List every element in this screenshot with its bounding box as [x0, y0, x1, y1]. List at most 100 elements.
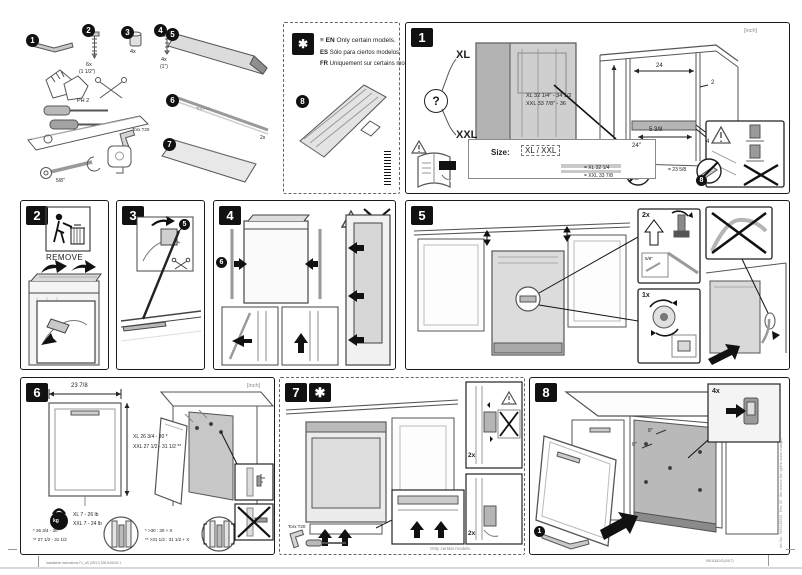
note-en-text: Only certain models.	[336, 37, 396, 44]
step-1-panel: 1 [inch]	[405, 22, 790, 194]
step-6-illustration	[48, 389, 275, 552]
panel-height-xl: XL 26 3/4 - 30 *	[133, 434, 168, 440]
lang-fr: FR	[320, 61, 328, 67]
step-7-panel: 7 ✱	[279, 377, 525, 555]
step-6-panel: 6 [inch]	[20, 377, 275, 555]
asterisk-badge: ✱	[292, 33, 314, 55]
step-5-badge: 5	[411, 206, 433, 225]
rating-label: Size: XL / XXL	[468, 139, 656, 179]
legend-xxl: = XXL 33 7/8	[584, 173, 613, 179]
panel-weight-xxl: XXL 7 - 24 lb	[73, 521, 102, 527]
part-8-number: 8	[296, 95, 309, 108]
niche-height-xxl: XXL 33 7/8″ - 36	[526, 101, 566, 107]
step-1-badge: 1	[411, 28, 433, 47]
dim-5-38: 5 3/8	[649, 127, 663, 133]
label-bar	[561, 164, 621, 168]
panel-weight-xl: XL 7 - 26 lb	[73, 512, 99, 518]
parts-and-tools-legend: 1 2 3 4 5 6 7 6x (1 1/2″) 4x 4x (1″) Tor…	[20, 18, 278, 196]
unit-note: [inch]	[247, 383, 261, 389]
dim-2: 2	[711, 80, 715, 86]
footer-left-text: Installation instructions F1_US (09/17) …	[46, 561, 122, 565]
step-5-illustration	[413, 206, 787, 365]
clip-qty: 4x	[712, 388, 720, 395]
part-6-ref: 6	[216, 257, 227, 268]
size-option-xxl: XXL	[456, 129, 478, 141]
footnote-3: * >30 : 30 + X	[145, 528, 173, 533]
legend-xl: = XL 32 1/4	[584, 165, 610, 171]
step-4-illustration	[221, 208, 391, 366]
part-6-label: Torx M	[196, 106, 210, 111]
part-3-number: 3	[121, 26, 134, 39]
part-4-size: (1″)	[160, 64, 168, 70]
torx-tool-label: Torx T20	[288, 524, 306, 529]
size-question-icon: ?	[424, 89, 448, 113]
dim-8in: 8″	[648, 428, 653, 434]
legend-insulation: = 23 5/8	[668, 167, 687, 173]
part-4-qty: 4x	[161, 57, 167, 63]
note-line-fr: FR Uniquement sur certains modèles.	[320, 61, 421, 67]
toe-kick-panel-illustration	[299, 84, 387, 158]
note-fr-text: Uniquement sur certains modèles.	[329, 61, 421, 67]
only-certain-models-label: Only certain models.	[430, 546, 472, 551]
crop-mark	[786, 549, 795, 550]
bracket-qty-2: 2x	[468, 530, 476, 537]
note-line-en: ≡ EN Only certain models.	[320, 37, 396, 44]
front-feet-qty: 2x	[642, 212, 650, 219]
footnote-1: * 26 3/4 - 30	[33, 528, 58, 533]
barcode	[384, 151, 391, 185]
footnote-2: ** 27 1/2 - 31 1/2	[33, 537, 67, 542]
part-3-qty: 4x	[130, 49, 136, 55]
step-6-badge: 6	[26, 383, 48, 402]
niche-height-xl: XL 32 1/4″ - 34 1/2	[526, 93, 572, 99]
note-es-text: Sólo para ciertos modelos.	[329, 50, 401, 56]
bracket-qty-1: 2x	[468, 452, 476, 459]
dim-24-bottom: 24″	[632, 143, 641, 149]
part-7-number: 7	[163, 138, 176, 151]
part-2-size: (1 1/2″)	[79, 69, 96, 75]
size-option-xl: XL	[456, 49, 471, 61]
part-6-qty: 2x	[260, 135, 266, 141]
step-3-panel: 3 5	[116, 200, 205, 370]
list-icon: ≡	[320, 37, 324, 44]
step-8-illustration	[535, 383, 781, 550]
dim-4: 4	[706, 139, 710, 145]
unit-note: [inch]	[744, 28, 758, 34]
part-2-qty: 6x	[86, 62, 92, 68]
step-3-illustration	[120, 216, 202, 342]
dim-24-top: 24	[656, 63, 663, 69]
only-certain-models-note: ✱ ≡ EN Only certain models. ES Sólo para…	[283, 22, 421, 194]
tool-torx-label: Torx T20	[132, 127, 150, 132]
footer-right-text: 9001145243 (0917)	[706, 559, 734, 563]
kg-icon-label: kg	[53, 518, 59, 524]
part-1-ref: 1	[534, 526, 545, 537]
lang-en: EN	[325, 37, 335, 44]
remove-label: REMOVE	[46, 253, 84, 262]
parts-tools-illustration	[27, 31, 269, 183]
panel-height-xxl: XXL 27 1/2 - 31 1/2 **	[133, 444, 182, 450]
part-6-number: 6	[166, 94, 179, 107]
tool-ph2-label: PH 2	[77, 98, 90, 104]
step-2-illustration	[28, 206, 102, 366]
part-1-number: 1	[26, 34, 39, 47]
label-bar	[561, 170, 621, 173]
legend-part-8: 8	[696, 175, 707, 186]
step-5-panel: 5	[405, 200, 790, 370]
lang-es: ES	[320, 50, 329, 56]
safety-book-label: SAFETY	[443, 179, 457, 183]
step-4-panel: 4	[213, 200, 396, 370]
crop-mark	[38, 556, 39, 567]
crop-mark	[768, 555, 769, 566]
panel-width: 23 7/8	[71, 383, 88, 389]
footnote-4: ** >31 1/2 : 31 1/2 + X	[145, 537, 190, 542]
part-2-number: 2	[82, 24, 95, 37]
step-4-badge: 4	[219, 206, 241, 225]
step-8-panel: 8	[529, 377, 790, 555]
side-note-vertical: Art. No.: 9001145243 · Rev. 00 · We rese…	[779, 437, 783, 548]
part-5-ref: 5	[179, 219, 190, 230]
part-4-number: 4	[154, 24, 167, 37]
part-5-number: 5	[166, 28, 179, 41]
crop-mark	[8, 549, 17, 550]
dim-6in: 6″	[632, 442, 637, 448]
page-edge-line	[0, 567, 802, 569]
